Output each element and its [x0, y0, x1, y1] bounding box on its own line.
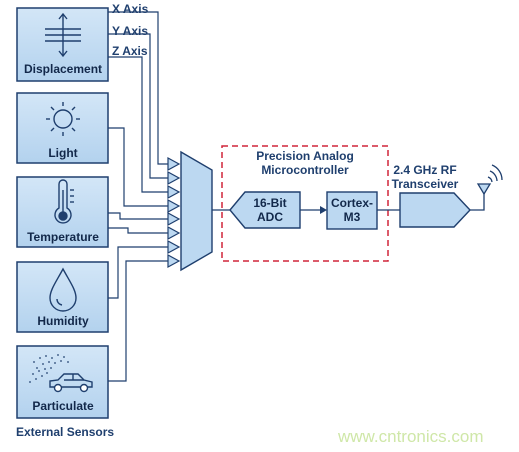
- light-label: Light: [48, 146, 77, 160]
- mcu-title-line2: Microcontroller: [261, 163, 349, 177]
- particulate-wire: [108, 260, 168, 382]
- rf-label-line2: Transceiver: [392, 177, 459, 191]
- particulate-sensor-box: Particulate: [16, 345, 109, 419]
- amp-2: [167, 170, 181, 186]
- amp-1: [167, 156, 181, 172]
- light-wire: [108, 127, 168, 207]
- core-label-line2: M3: [344, 210, 361, 224]
- temperature-wire-a: [108, 212, 168, 220]
- amp-6: [167, 225, 181, 241]
- adc-label-line2: ADC: [257, 210, 283, 224]
- amp-5: [167, 211, 181, 227]
- y-axis-label: Y Axis: [112, 24, 148, 38]
- particulate-label: Particulate: [32, 399, 94, 413]
- displacement-icon: [45, 12, 81, 58]
- multiplexer: [180, 150, 213, 272]
- light-sensor-box: Light: [16, 92, 109, 164]
- temperature-label: Temperature: [27, 230, 99, 244]
- microcontroller-boundary: [221, 145, 389, 262]
- adc-label-line1: 16-Bit: [253, 196, 286, 210]
- amp-8: [167, 253, 181, 269]
- z-axis-wire: [108, 56, 168, 193]
- watermark: www.cntronics.com: [337, 427, 483, 446]
- humidity-label: Humidity: [37, 314, 89, 328]
- z-axis-label: Z Axis: [112, 44, 148, 58]
- input-amplifiers: [167, 156, 181, 269]
- core-label-line1: Cortex-: [331, 196, 373, 210]
- particles-icon: [29, 354, 69, 383]
- displacement-sensor-box: Displacement: [16, 7, 109, 82]
- x-axis-label: X Axis: [112, 2, 149, 16]
- amp-3: [167, 184, 181, 200]
- rf-transceiver-block: [399, 192, 471, 228]
- cortex-m3-block: [326, 191, 378, 230]
- displacement-label: Displacement: [24, 62, 102, 76]
- sensor-wires: [108, 11, 168, 382]
- temperature-sensor-box: Temperature: [16, 176, 109, 248]
- mcu-title-line1: Precision Analog: [256, 149, 354, 163]
- temperature-wire-b: [108, 227, 168, 234]
- humidity-sensor-box: Humidity: [16, 261, 109, 333]
- arrowhead-icon: [320, 206, 327, 214]
- thermometer-icon: [54, 179, 74, 224]
- rf-label-line1: 2.4 GHz RF: [393, 163, 456, 177]
- sun-icon: [46, 102, 80, 136]
- y-axis-wire: [108, 33, 168, 179]
- humidity-wire: [108, 246, 168, 299]
- amp-7: [167, 239, 181, 255]
- car-icon: [49, 373, 93, 393]
- x-axis-wire: [108, 11, 168, 165]
- external-sensors-caption: External Sensors: [16, 425, 114, 439]
- water-drop-icon: [49, 267, 77, 312]
- antenna-icon: [470, 164, 503, 211]
- amp-4: [167, 198, 181, 214]
